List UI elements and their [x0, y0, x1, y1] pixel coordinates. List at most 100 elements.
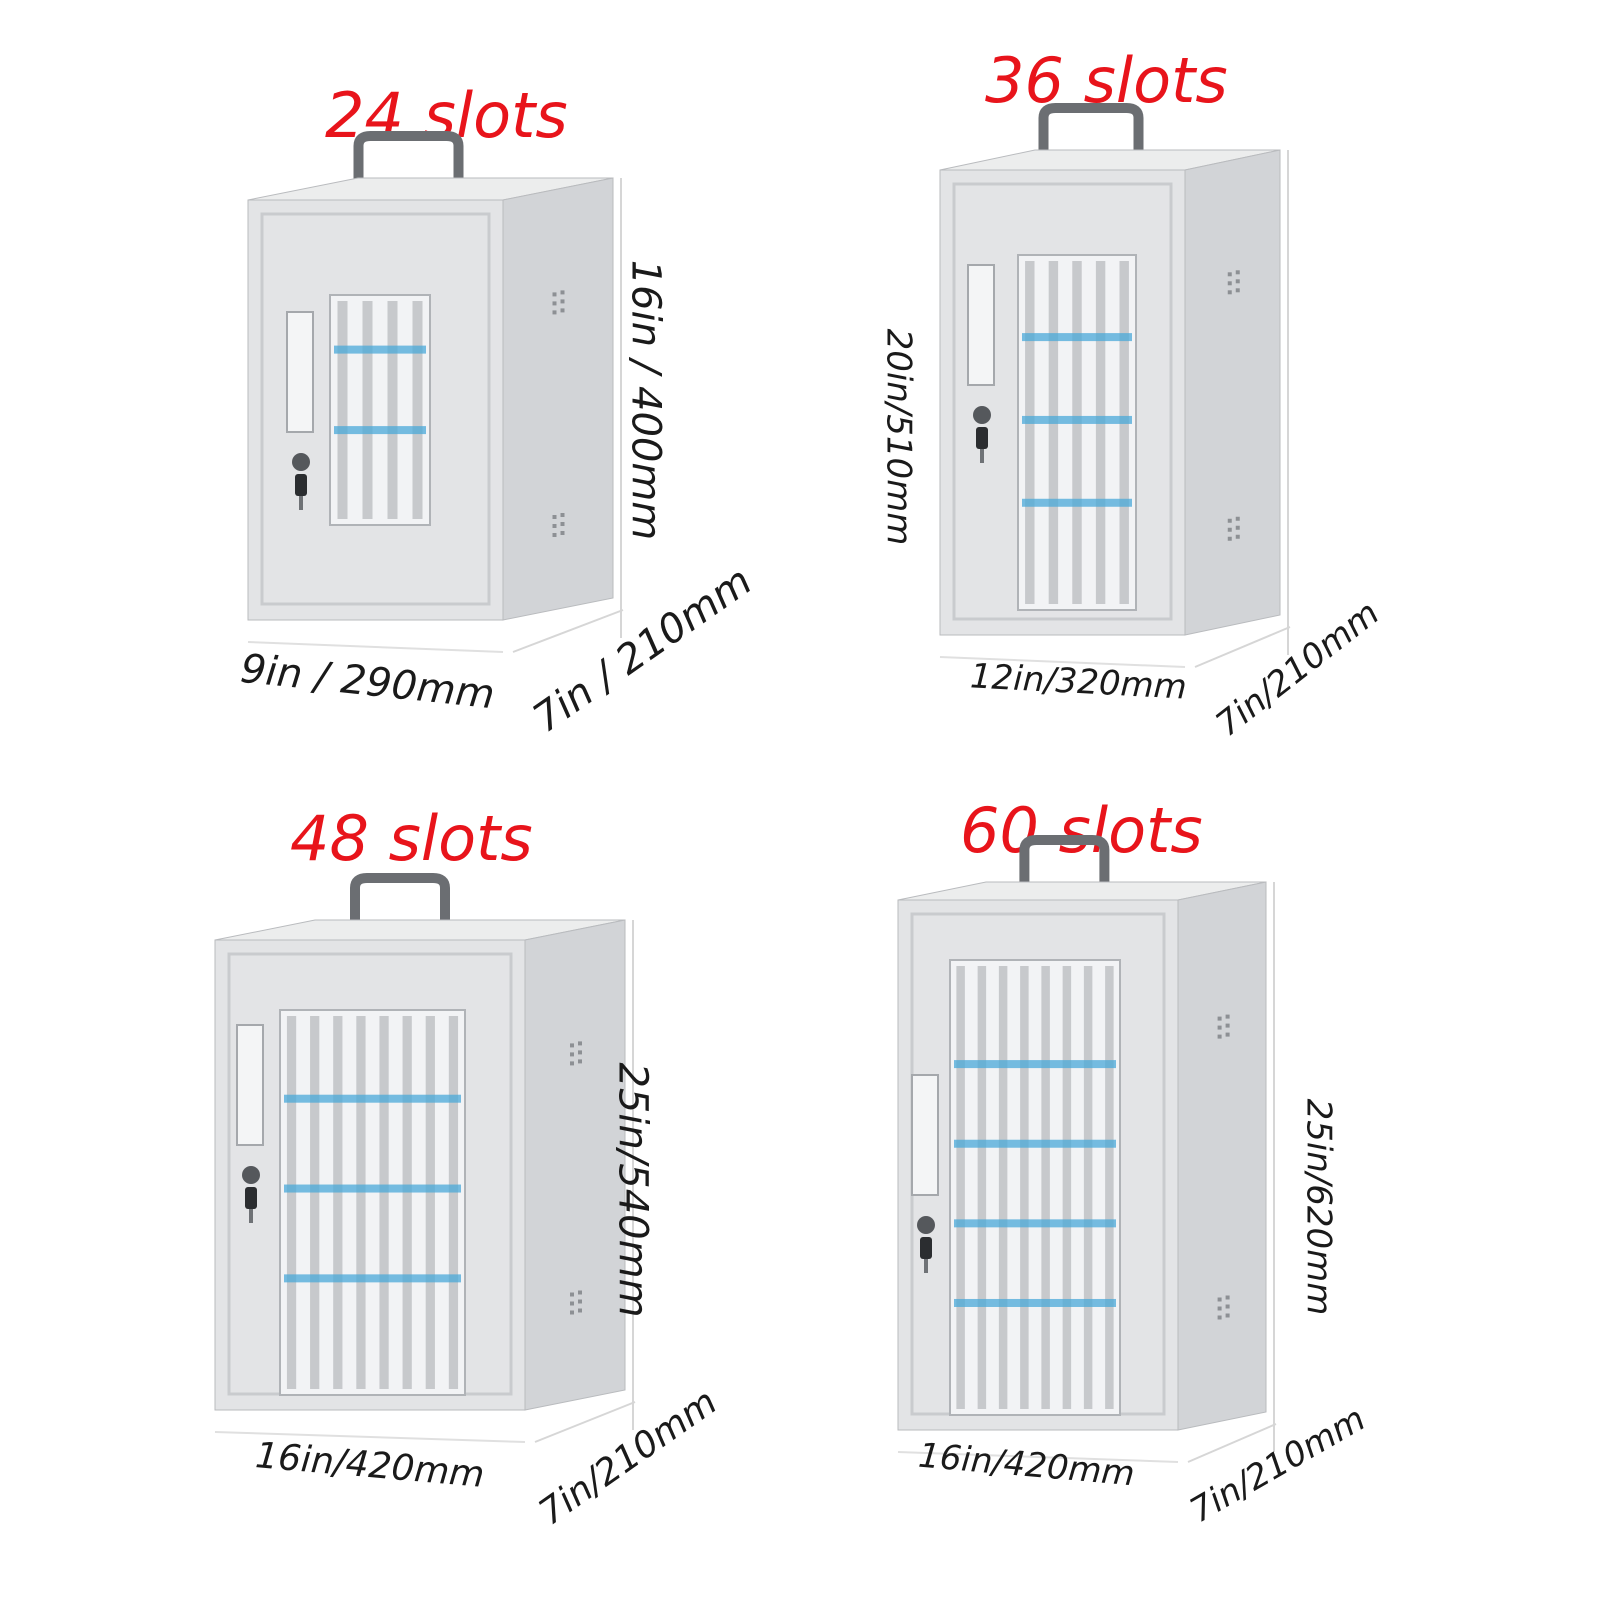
slot-label-strip: [954, 1139, 1116, 1148]
vent-icon: [1225, 1023, 1230, 1028]
door-grip: [236, 1024, 264, 1146]
slot-label-strip: [954, 1060, 1116, 1069]
cabinet-panel-60: 60 slots 25in/620mm 16in/420mm 7in/210mm: [800, 800, 1600, 1600]
slot-column: [1048, 261, 1059, 604]
vent-icon: [1235, 534, 1240, 539]
vent-icon: [1227, 290, 1232, 295]
cabinet-side: [1177, 881, 1267, 1431]
cabinet-illustration: [214, 873, 636, 1443]
slot-window: [949, 959, 1121, 1416]
depth-dimension-line: [1194, 626, 1291, 668]
key-icon: [249, 1209, 253, 1223]
vent-icon: [570, 1292, 574, 1297]
vent-icon: [1217, 1034, 1222, 1039]
vent-icon: [578, 1059, 582, 1064]
lock-icon: [242, 1166, 260, 1184]
slot-label-strip: [284, 1184, 461, 1193]
vent-icon: [1227, 281, 1232, 286]
key-icon: [295, 474, 307, 496]
key-icon: [920, 1237, 932, 1259]
vent-icon: [1225, 1014, 1230, 1019]
vent-icon: [1235, 279, 1240, 284]
depth-dimension-line: [512, 609, 624, 653]
handle-icon: [350, 873, 450, 925]
depth-dimension-line: [1187, 1423, 1277, 1463]
vent-icon: [1227, 536, 1232, 541]
key-icon: [299, 496, 303, 510]
cabinet-panel-36: 36 slots 20in/510mm 12in/320mm 7in/210mm: [800, 0, 1600, 800]
lock-icon: [917, 1216, 935, 1234]
cabinet-illustration: [247, 131, 624, 653]
vent-icon: [560, 299, 565, 304]
vent-icon: [552, 301, 557, 306]
key-icon: [245, 1187, 257, 1209]
slot-column: [286, 1016, 297, 1389]
door-grip: [286, 311, 314, 433]
vent-icon: [1235, 288, 1240, 293]
slot-column: [412, 301, 423, 519]
slot-column: [1083, 966, 1093, 1409]
cabinet-panel-24: 24 slots 16in / 400mm 9in / 290mm 7in / …: [0, 0, 800, 800]
key-icon: [976, 427, 988, 449]
vent-icon: [570, 1310, 574, 1315]
slot-column: [362, 301, 373, 519]
vent-icon: [560, 522, 565, 526]
key-icon: [924, 1259, 928, 1273]
vent-icon: [578, 1041, 582, 1046]
cabinet-illustration: [897, 835, 1277, 1463]
vent-icon: [552, 524, 557, 528]
vent-icon: [1227, 518, 1232, 523]
vent-icon: [1225, 1304, 1230, 1309]
handle-icon: [353, 131, 464, 183]
depth-dimension-line: [534, 1401, 636, 1443]
slots-title: 36 slots: [985, 44, 1228, 117]
cabinet-side: [1184, 149, 1281, 636]
door-frame: [260, 212, 491, 606]
vent-icon: [578, 1308, 582, 1313]
door-grip: [967, 264, 995, 386]
slot-column: [1072, 261, 1082, 604]
slot-window: [279, 1009, 466, 1396]
slot-column: [337, 301, 348, 519]
slot-label-strip: [954, 1298, 1116, 1307]
slot-label-strip: [954, 1219, 1116, 1228]
vent-icon: [552, 292, 557, 297]
vent-icon: [1225, 1032, 1230, 1037]
slot-column: [333, 1016, 343, 1389]
vent-icon: [560, 513, 565, 517]
vent-icon: [578, 1290, 582, 1295]
vent-icon: [578, 1050, 582, 1055]
slot-column: [998, 966, 1008, 1409]
vent-icon: [560, 531, 565, 535]
slot-label-strip: [1022, 498, 1132, 507]
slot-column: [1041, 966, 1050, 1409]
slot-column: [1020, 966, 1029, 1409]
vent-icon: [1217, 1025, 1222, 1030]
handle-icon: [1038, 103, 1144, 155]
slot-column: [425, 1016, 435, 1389]
height-label: 25in/540mm: [609, 1062, 656, 1318]
slot-column: [379, 1016, 389, 1389]
width-label: 12in/320mm: [969, 656, 1188, 708]
slot-column: [310, 1016, 320, 1389]
cabinet-panel-48: 48 slots 25in/540mm 16in/420mm 7in/210mm: [0, 800, 800, 1600]
handle-icon: [1019, 835, 1110, 887]
vent-icon: [1227, 272, 1232, 277]
lock-icon: [292, 453, 310, 471]
height-label: 25in/620mm: [1298, 1098, 1339, 1316]
slot-column: [977, 966, 987, 1409]
vent-icon: [560, 290, 565, 295]
vent-icon: [1217, 1315, 1222, 1320]
slot-column: [356, 1016, 366, 1389]
vent-icon: [570, 1043, 574, 1048]
vent-icon: [570, 1301, 574, 1306]
slot-column: [1025, 261, 1035, 604]
slots-title: 48 slots: [290, 802, 533, 875]
vent-icon: [1235, 525, 1240, 530]
lock-icon: [973, 406, 991, 424]
slots-title: 60 slots: [960, 794, 1203, 867]
width-dimension-line: [939, 656, 1186, 668]
vent-icon: [570, 1052, 574, 1057]
vent-icon: [1225, 1295, 1230, 1300]
width-dimension-line: [214, 1431, 526, 1443]
